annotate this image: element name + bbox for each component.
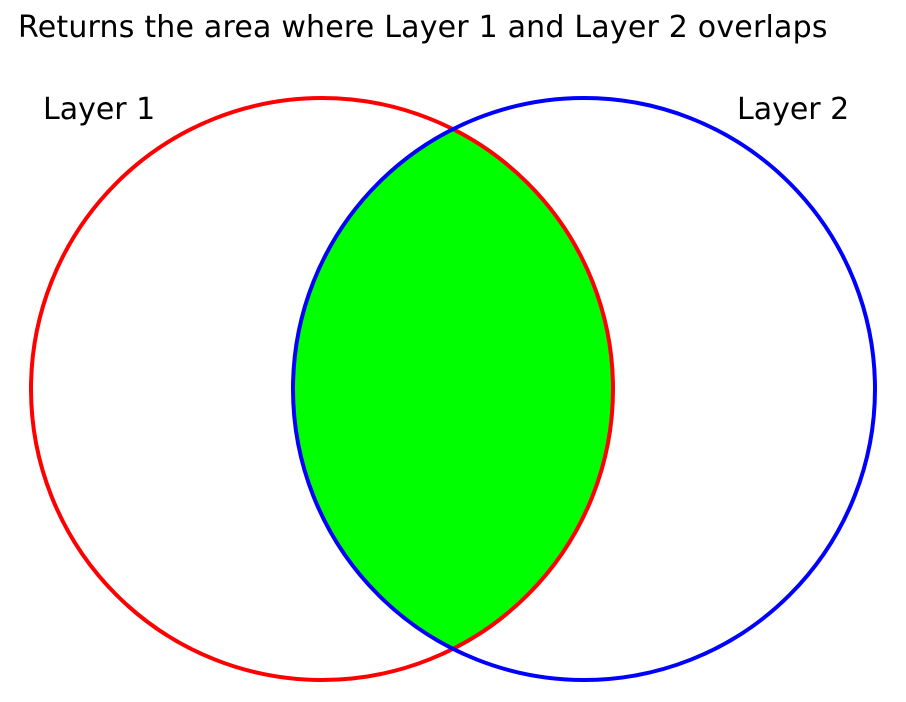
layer-1-circle (29, 96, 615, 682)
layer-2-label: Layer 2 (737, 92, 850, 127)
layer-1-label: Layer 1 (43, 92, 156, 127)
overlap-region (293, 98, 613, 680)
layer-2-circle (291, 96, 877, 682)
diagram-title: Returns the area where Layer 1 and Layer… (18, 10, 828, 45)
